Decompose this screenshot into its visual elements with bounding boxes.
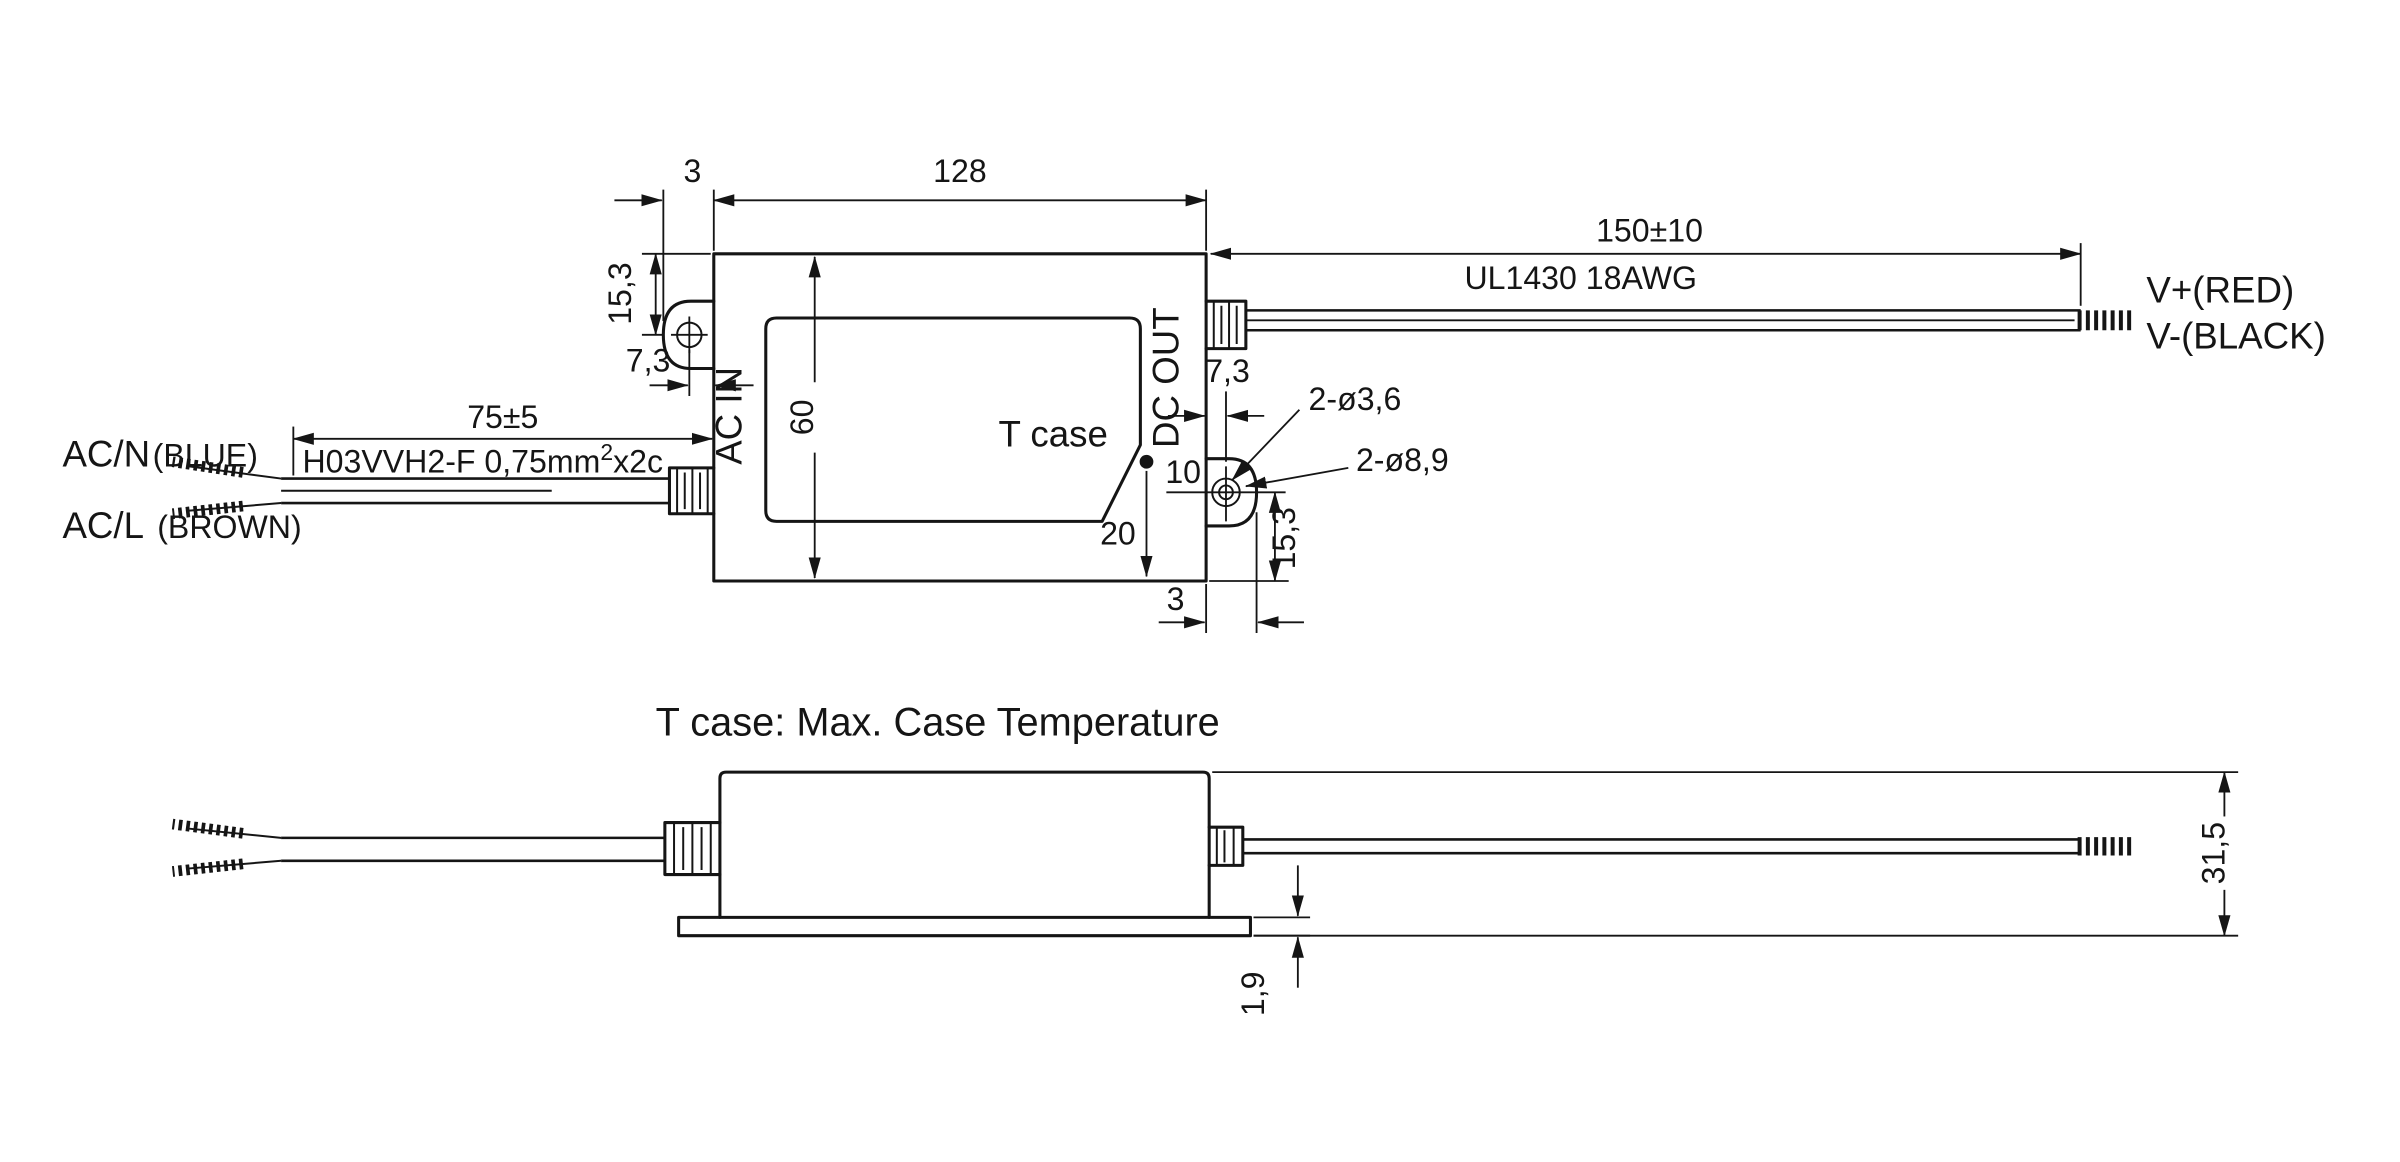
ac-neutral-color-label: (BLUE) xyxy=(153,437,258,473)
v-minus-label: V-(BLACK) xyxy=(2146,316,2325,357)
top-view: AC IN DC OUT T case 3 128 15,3 7,3 xyxy=(62,153,2326,633)
output-cable xyxy=(1245,309,2081,332)
svg-text:31,5: 31,5 xyxy=(2195,822,2231,884)
svg-text:7,3: 7,3 xyxy=(626,343,671,379)
dim-tcase-point-y: 20 xyxy=(1100,470,1153,578)
ac-in-label: AC IN xyxy=(708,367,749,465)
ac-line-label: AC/L xyxy=(62,505,144,546)
dim-ear-offset-top: 3 xyxy=(683,153,701,189)
dim-ear-hole-height-right: 15,3 xyxy=(1209,491,1302,582)
svg-text:7,3: 7,3 xyxy=(1205,353,1250,389)
dim-body-height: 60 xyxy=(784,255,821,579)
v-plus-label: V+(RED) xyxy=(2146,270,2294,311)
input-strain-relief xyxy=(667,466,716,516)
svg-text:75±5: 75±5 xyxy=(467,399,538,435)
callout-mounting-hole-small: 2-ø3,6 xyxy=(1231,381,1402,481)
left-mounting-hole xyxy=(670,316,708,354)
label-plate-outline xyxy=(764,316,1142,523)
svg-text:15,3: 15,3 xyxy=(1266,507,1302,569)
dim-hole-offset-right: 7,3 xyxy=(1167,353,1265,462)
dim-body-width: 128 xyxy=(933,153,987,189)
dim-flange-thickness: 1,9 xyxy=(1235,865,1311,1017)
dim-top-offset-and-width: 3 128 xyxy=(614,153,1208,322)
dc-out-label: DC OUT xyxy=(1146,307,1187,448)
t-case-note: T case: Max. Case Temperature xyxy=(656,700,1220,744)
right-mounting-hole xyxy=(1166,466,1286,522)
output-strain-relief-side xyxy=(1207,825,1245,867)
svg-text:3: 3 xyxy=(1167,581,1185,617)
mounting-flange xyxy=(677,915,1252,938)
svg-text:2-ø8,9: 2-ø8,9 xyxy=(1356,442,1449,478)
input-strain-relief-side xyxy=(663,821,722,877)
case-outline-top xyxy=(712,252,1208,583)
ac-line-color-label: (BROWN) xyxy=(157,509,301,545)
svg-text:1,9: 1,9 xyxy=(1235,972,1271,1017)
output-cable-side xyxy=(1242,838,2081,855)
svg-text:2-ø3,6: 2-ø3,6 xyxy=(1309,381,1402,417)
dim-ear-offset-bottom: 3 xyxy=(1158,512,1304,633)
dim-ear-hole-height-left: 15,3 xyxy=(602,252,711,336)
output-strain-relief xyxy=(1204,299,1248,351)
svg-text:60: 60 xyxy=(784,400,820,436)
dim-tcase-point-x: 10 xyxy=(1165,454,1201,490)
output-cable-spec: UL1430 18AWG xyxy=(1464,260,1697,296)
svg-text:15,3: 15,3 xyxy=(602,262,638,324)
dim-case-height: 31,5 xyxy=(1212,771,2239,937)
dim-hole-offset-left: 7,3 xyxy=(626,343,754,396)
case-outline-side xyxy=(718,770,1211,919)
t-case-label: T case xyxy=(999,413,1108,454)
t-case-point xyxy=(1139,454,1154,469)
dim-input-cable-length: 75±5 xyxy=(292,399,714,476)
ac-neutral-label: AC/N xyxy=(62,433,150,474)
callout-mounting-hole-large: 2-ø8,9 xyxy=(1244,442,1449,489)
input-cable-spec: H03VVH2-F 0,75mm2x2c xyxy=(303,439,664,479)
input-cable-side xyxy=(189,827,665,870)
side-view: 31,5 1,9 xyxy=(171,770,2239,1017)
svg-text:20: 20 xyxy=(1100,515,1136,551)
svg-text:150±10: 150±10 xyxy=(1596,213,1703,249)
dim-output-cable-length: 150±10 xyxy=(1209,213,2082,306)
